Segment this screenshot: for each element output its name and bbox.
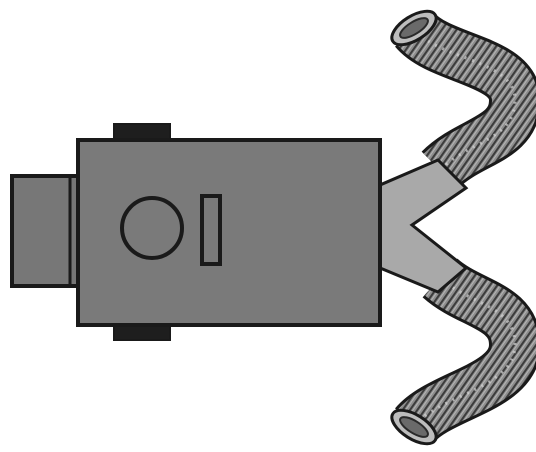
flex-hose-upper	[390, 9, 536, 190]
flex-hose-lower	[390, 257, 536, 446]
inlet-port	[10, 174, 80, 288]
round-indicator	[120, 196, 184, 260]
y-splitter	[378, 158, 469, 294]
slot-indicator	[200, 194, 222, 266]
